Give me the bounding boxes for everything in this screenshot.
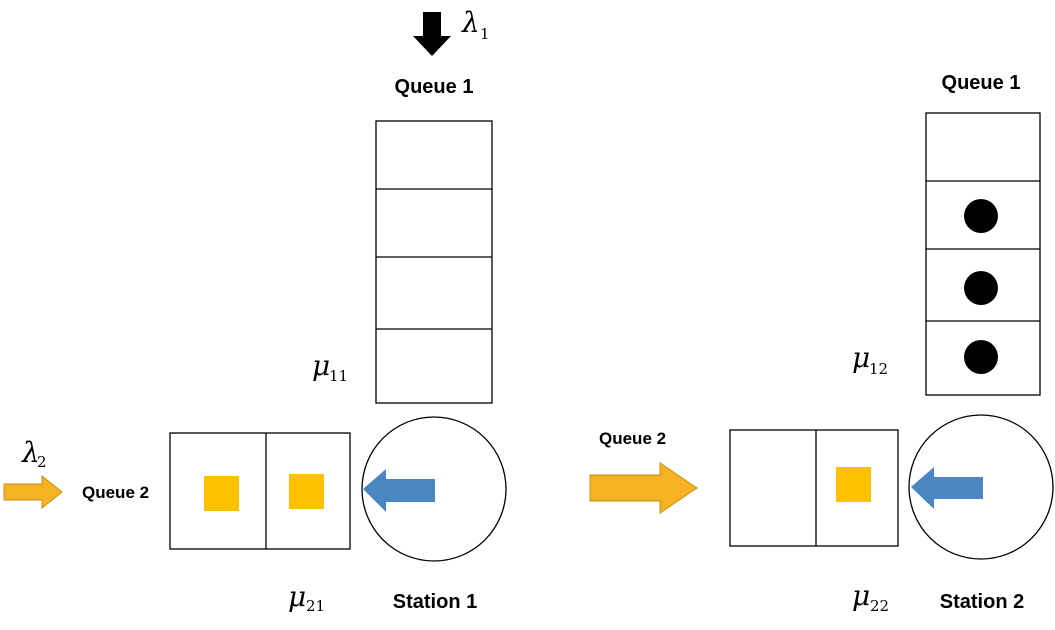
station-2-queue-1-label: Queue 1 <box>942 72 1021 94</box>
lambda-2-subscript: 2 <box>37 453 47 471</box>
station-2-queue-2-buffer <box>729 429 899 547</box>
station-1-queue-1-label: Queue 1 <box>395 76 474 98</box>
circle-icon <box>964 199 998 233</box>
station-1-queue-1-buffer <box>375 120 493 404</box>
mu-11-subscript: 11 <box>329 367 348 385</box>
station-1-queue-2-buffer <box>169 432 351 550</box>
mu-11-symbol: μ <box>312 349 330 382</box>
station-2-queue-2-label: Queue 2 <box>599 429 666 448</box>
circle-icon <box>964 340 998 374</box>
station-2-queue-1-buffer <box>925 112 1041 396</box>
circle-icon <box>964 271 998 305</box>
mu-12-symbol: μ <box>852 341 870 374</box>
arrow-down-icon <box>413 12 451 56</box>
lambda-2-symbol: λ <box>21 436 40 469</box>
arrow-right-icon <box>589 462 698 514</box>
arrow-right-icon <box>3 474 63 510</box>
lambda-1-symbol: λ <box>461 6 480 39</box>
arrow-left-icon <box>363 469 435 512</box>
mu-21-symbol: μ <box>288 580 306 613</box>
station-1-label: Station 1 <box>393 591 477 613</box>
arrow-left-icon <box>911 467 983 509</box>
square-icon <box>289 474 324 509</box>
mu-12-subscript: 12 <box>869 360 888 378</box>
square-icon <box>836 467 871 502</box>
mu-21-subscript: 21 <box>306 597 325 615</box>
station-2-label: Station 2 <box>940 591 1024 613</box>
station-1-queue-2-label: Queue 2 <box>82 483 149 502</box>
mu-22-subscript: 22 <box>870 597 889 615</box>
lambda-1-subscript: 1 <box>480 25 490 43</box>
square-icon <box>204 476 239 511</box>
mu-22-symbol: μ <box>852 579 870 612</box>
